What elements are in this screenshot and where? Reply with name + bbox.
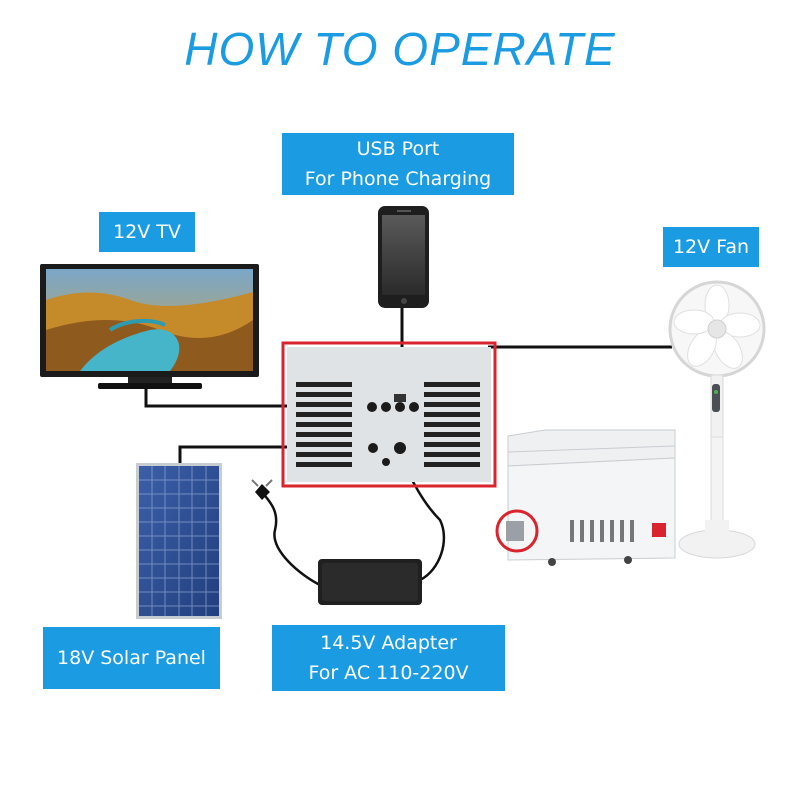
fan-label: 12V Fan	[663, 227, 759, 267]
phone-icon	[378, 206, 429, 308]
usb-port-label-line1: USB Port	[356, 138, 440, 160]
adapter-label: 14.5V Adapter For AC 110-220V	[272, 625, 505, 691]
tv-icon	[40, 264, 259, 389]
freezer-icon	[495, 429, 676, 566]
solar-panel-icon	[136, 463, 222, 619]
solar-panel-label: 18V Solar Panel	[43, 627, 220, 689]
adapter-icon	[251, 479, 422, 605]
usb-port-label-line2: For Phone Charging	[304, 168, 492, 190]
usb-port-label: USB Port For Phone Charging	[282, 133, 514, 195]
adapter-ac-cable	[261, 491, 321, 587]
tv-label: 12V TV	[99, 212, 195, 252]
adapter-label-line2: For AC 110-220V	[308, 662, 469, 684]
power-station-icon	[281, 341, 497, 488]
page-title: HOW TO OPERATE	[184, 23, 616, 75]
fan-icon	[668, 280, 766, 559]
adapter-label-line1: 14.5V Adapter	[320, 632, 457, 654]
